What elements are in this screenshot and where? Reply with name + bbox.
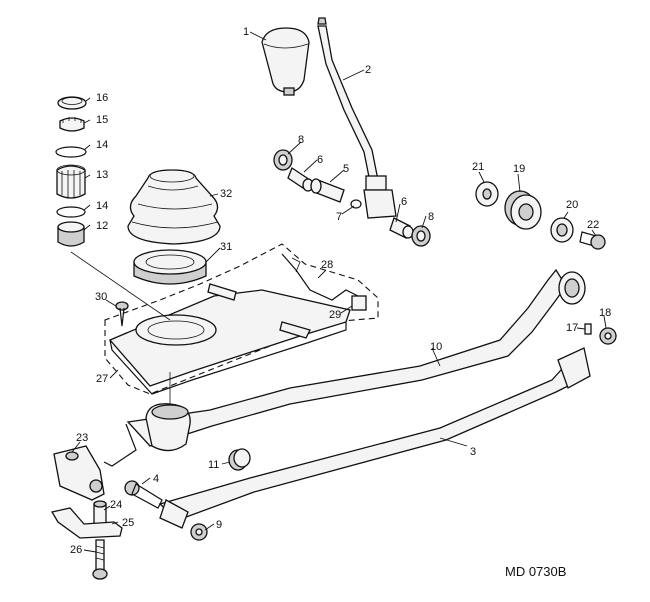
callout-21: 21 xyxy=(472,161,484,173)
part-30-screw xyxy=(115,301,129,327)
part-31-seal xyxy=(133,249,207,285)
callout-11: 11 xyxy=(208,459,219,471)
part-4-bolt xyxy=(124,480,163,509)
part-19-bush xyxy=(504,190,542,230)
assembly-guide-line-left xyxy=(70,251,171,321)
part-14-o-ring-upper xyxy=(55,146,87,158)
callout-3: 3 xyxy=(470,446,476,458)
part-26-bolt xyxy=(92,539,108,580)
callout-28: 28 xyxy=(321,259,333,271)
callout-6-left: 6 xyxy=(317,154,323,166)
callout-6-right: 6 xyxy=(401,196,407,208)
leader-lines xyxy=(71,31,607,553)
part-16-ring xyxy=(57,96,87,110)
part-23-bracket xyxy=(53,445,105,501)
part-25-clamp-plate xyxy=(50,507,123,539)
part-10-selector-rod xyxy=(103,268,586,467)
part-21-washer xyxy=(475,181,499,207)
part-2-gear-lever xyxy=(317,17,397,219)
callout-9: 9 xyxy=(216,519,222,531)
callout-8-right: 8 xyxy=(428,211,434,223)
part-14-o-ring-lower xyxy=(56,206,86,218)
part-29-clip xyxy=(351,295,367,311)
callout-14-lower: 14 xyxy=(96,200,108,212)
callout-23: 23 xyxy=(76,432,88,444)
callout-18: 18 xyxy=(599,307,611,319)
part-15-castellated-ring xyxy=(59,117,85,132)
part-6-bush-right xyxy=(389,217,414,239)
part-3-lower-rod xyxy=(158,347,591,529)
callout-13: 13 xyxy=(96,169,108,181)
diagram-reference-code: MD 0730B xyxy=(505,564,566,579)
part-28-bracket-outline xyxy=(104,243,379,395)
callout-5: 5 xyxy=(343,163,349,175)
callout-14-upper: 14 xyxy=(96,139,108,151)
callout-1: 1 xyxy=(243,26,249,38)
part-22-bolt xyxy=(579,231,606,250)
callout-10: 10 xyxy=(430,341,442,353)
part-9-nut xyxy=(190,523,208,541)
part-27-mounting-plate xyxy=(108,283,351,395)
callout-22: 22 xyxy=(587,219,599,231)
callout-25: 25 xyxy=(122,517,134,529)
callout-26: 26 xyxy=(70,544,82,556)
callout-2: 2 xyxy=(365,64,371,76)
callout-29: 29 xyxy=(329,309,341,321)
part-8-bush-right xyxy=(411,225,431,247)
part-17-pin xyxy=(584,323,592,335)
callout-20: 20 xyxy=(566,199,578,211)
callout-17: 17 xyxy=(566,322,578,334)
part-11-bush xyxy=(228,448,251,471)
callout-8-left: 8 xyxy=(298,134,304,146)
callout-16: 16 xyxy=(96,92,108,104)
callout-7: 7 xyxy=(336,211,342,223)
part-6-bush-left xyxy=(287,167,314,192)
part-5-pivot-pin xyxy=(310,178,345,203)
part-8-bush-left xyxy=(273,149,293,171)
part-7-circlip xyxy=(350,199,362,209)
part-32-gaiter xyxy=(127,169,221,245)
part-20-washer xyxy=(550,217,574,243)
callout-15: 15 xyxy=(96,114,108,126)
callout-4: 4 xyxy=(153,473,159,485)
callout-32: 32 xyxy=(220,188,232,200)
callout-31: 31 xyxy=(220,241,232,253)
callouts: 1 2 3 4 5 6 6 7 8 8 9 10 11 12 13 14 14 … xyxy=(70,26,611,556)
callout-12: 12 xyxy=(96,220,108,232)
part-18-nut xyxy=(599,327,617,345)
callout-27: 27 xyxy=(96,373,108,385)
callout-24: 24 xyxy=(110,499,122,511)
callout-19: 19 xyxy=(513,163,525,175)
part-13-spring-housing xyxy=(56,164,86,199)
part-12-bush xyxy=(57,221,85,247)
callout-30: 30 xyxy=(95,291,107,303)
part-1-gear-knob xyxy=(261,27,310,96)
